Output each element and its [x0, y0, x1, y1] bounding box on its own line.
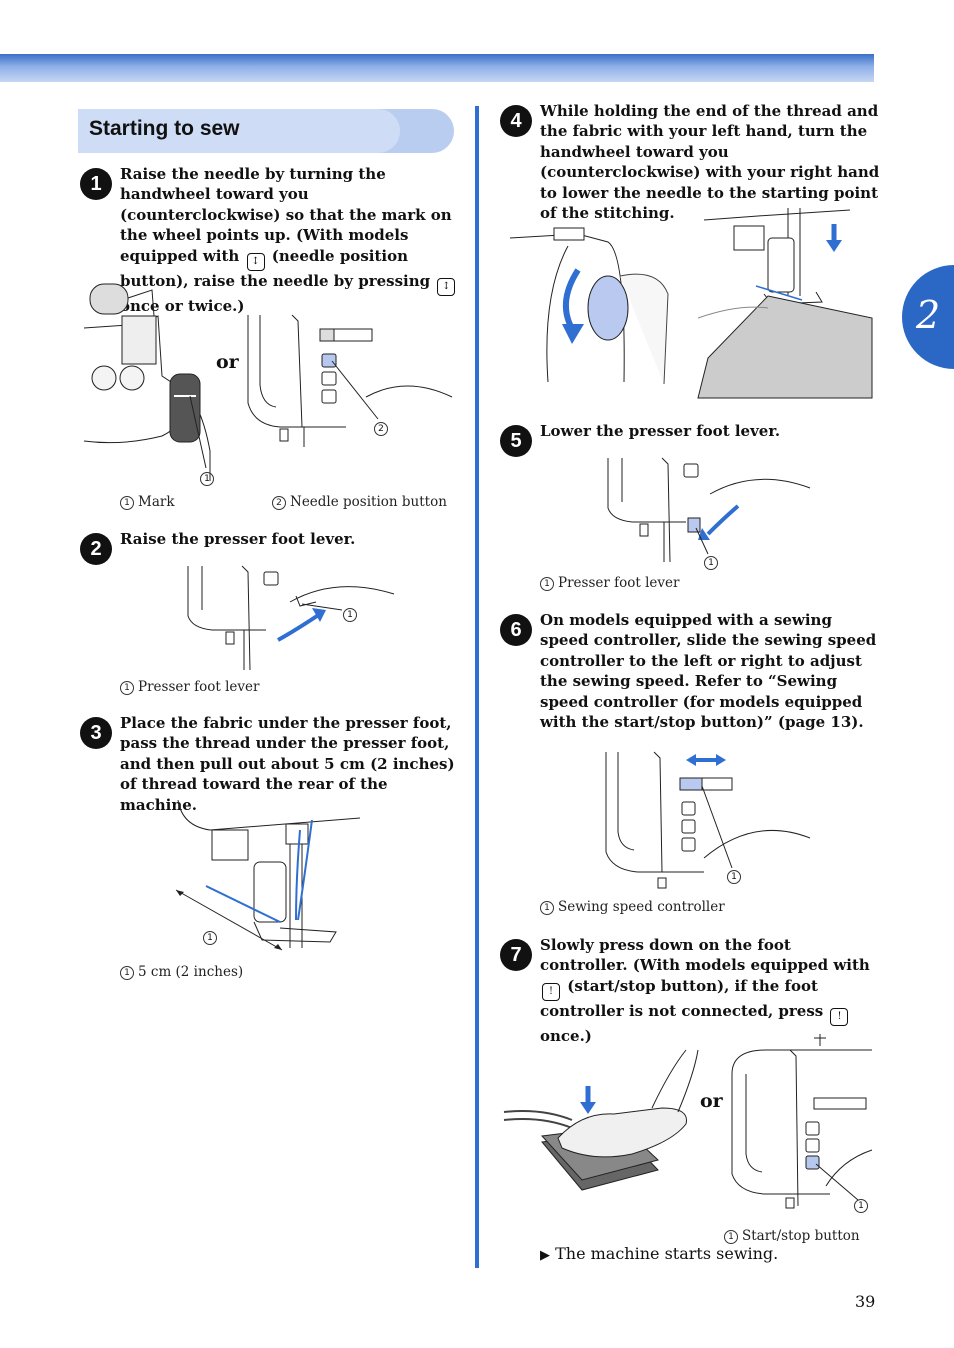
step-7-text: Slowly press down on the foot controller… [540, 935, 880, 1046]
callout-1: 1 [727, 865, 745, 884]
header-bar [0, 54, 874, 82]
result-line: ▶ The machine starts sewing. [540, 1244, 778, 1263]
or-label: or [216, 351, 239, 373]
handwheel-illustration [83, 283, 211, 481]
presser-lower-illustration [607, 457, 811, 563]
section-heading: Starting to sew [78, 109, 454, 153]
or-label: or [700, 1090, 723, 1112]
needle-lower-illustration [697, 208, 873, 399]
callout-1: 1 [343, 603, 361, 622]
start-stop-icon: ! [542, 982, 560, 1001]
section-title: Starting to sew [89, 117, 240, 140]
step-1-text: Raise the needle by turning the handwhee… [120, 164, 460, 316]
step-number: 5 [500, 425, 532, 457]
step-6-text: On models equipped with a sewing speed c… [540, 611, 877, 732]
callout-1: 1 [200, 467, 218, 486]
step-number: 1 [80, 168, 112, 200]
result-text: The machine starts sewing. [555, 1244, 779, 1263]
machine-panel-illustration [247, 314, 453, 447]
step-number: 3 [80, 717, 112, 749]
step-3-text: Place the fabric under the presser foot,… [120, 714, 455, 814]
callout-1: 1 [854, 1194, 872, 1213]
callout-2: 2 [374, 417, 392, 436]
step-text-part: (start/stop button), if the foot control… [540, 976, 824, 1020]
start-stop-icon: ! [830, 1007, 849, 1026]
step-5-text: Lower the presser foot lever. [540, 422, 781, 440]
step-number: 6 [500, 614, 532, 646]
step-number: 2 [80, 533, 112, 565]
chapter-number: 2 [916, 293, 941, 337]
fabric-thread-illustration [175, 799, 361, 951]
start-stop-panel-illustration [731, 1034, 873, 1209]
step-text-part: once or twice.) [120, 296, 245, 315]
step-2-text: Raise the presser foot lever. [120, 530, 356, 548]
foot-controller-illustration [503, 1049, 699, 1191]
triangle-right-icon: ▶ [540, 1248, 550, 1263]
page-number: 39 [855, 1292, 876, 1311]
step-text-part: once.) [540, 1026, 592, 1045]
needle-position-icon: ↕ [437, 277, 456, 296]
handwheel-turn-illustration [509, 227, 669, 385]
needle-position-icon: ↕ [246, 252, 265, 271]
speed-controller-illustration [605, 751, 811, 889]
column-divider [475, 106, 479, 1268]
step-4-text: While holding the end of the thread and … [540, 102, 880, 223]
step-text-part: Raise the needle by turning the handwhee… [120, 165, 452, 265]
step-text-part: (needle position button), raise the need… [120, 246, 431, 290]
presser-lever-illustration [187, 565, 395, 671]
chapter-tab[interactable]: 2 [902, 265, 954, 369]
callout-1: 1 [704, 551, 722, 570]
step-number: 7 [500, 939, 532, 971]
callout-1: 1 [203, 926, 221, 945]
step-number: 4 [500, 105, 532, 137]
step-text-part: Slowly press down on the foot controller… [540, 936, 870, 975]
